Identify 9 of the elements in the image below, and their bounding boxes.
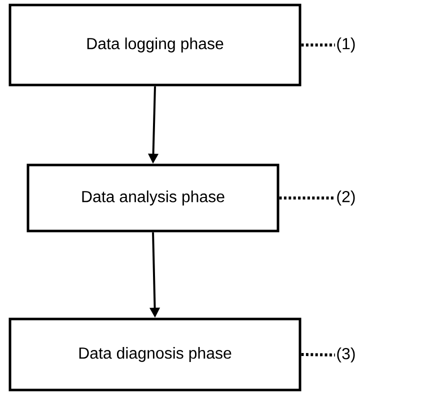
callout-number: (1) — [337, 38, 355, 52]
process-box: Data analysis phase — [26, 164, 280, 232]
process-box: Data logging phase — [8, 4, 302, 86]
callout-number: (3) — [337, 348, 355, 362]
leader-line — [279, 196, 335, 200]
callout-number: (2) — [337, 190, 355, 206]
leader-line — [301, 352, 336, 356]
process-box: Data diagnosis phase — [8, 318, 302, 392]
leader-line — [301, 44, 335, 46]
